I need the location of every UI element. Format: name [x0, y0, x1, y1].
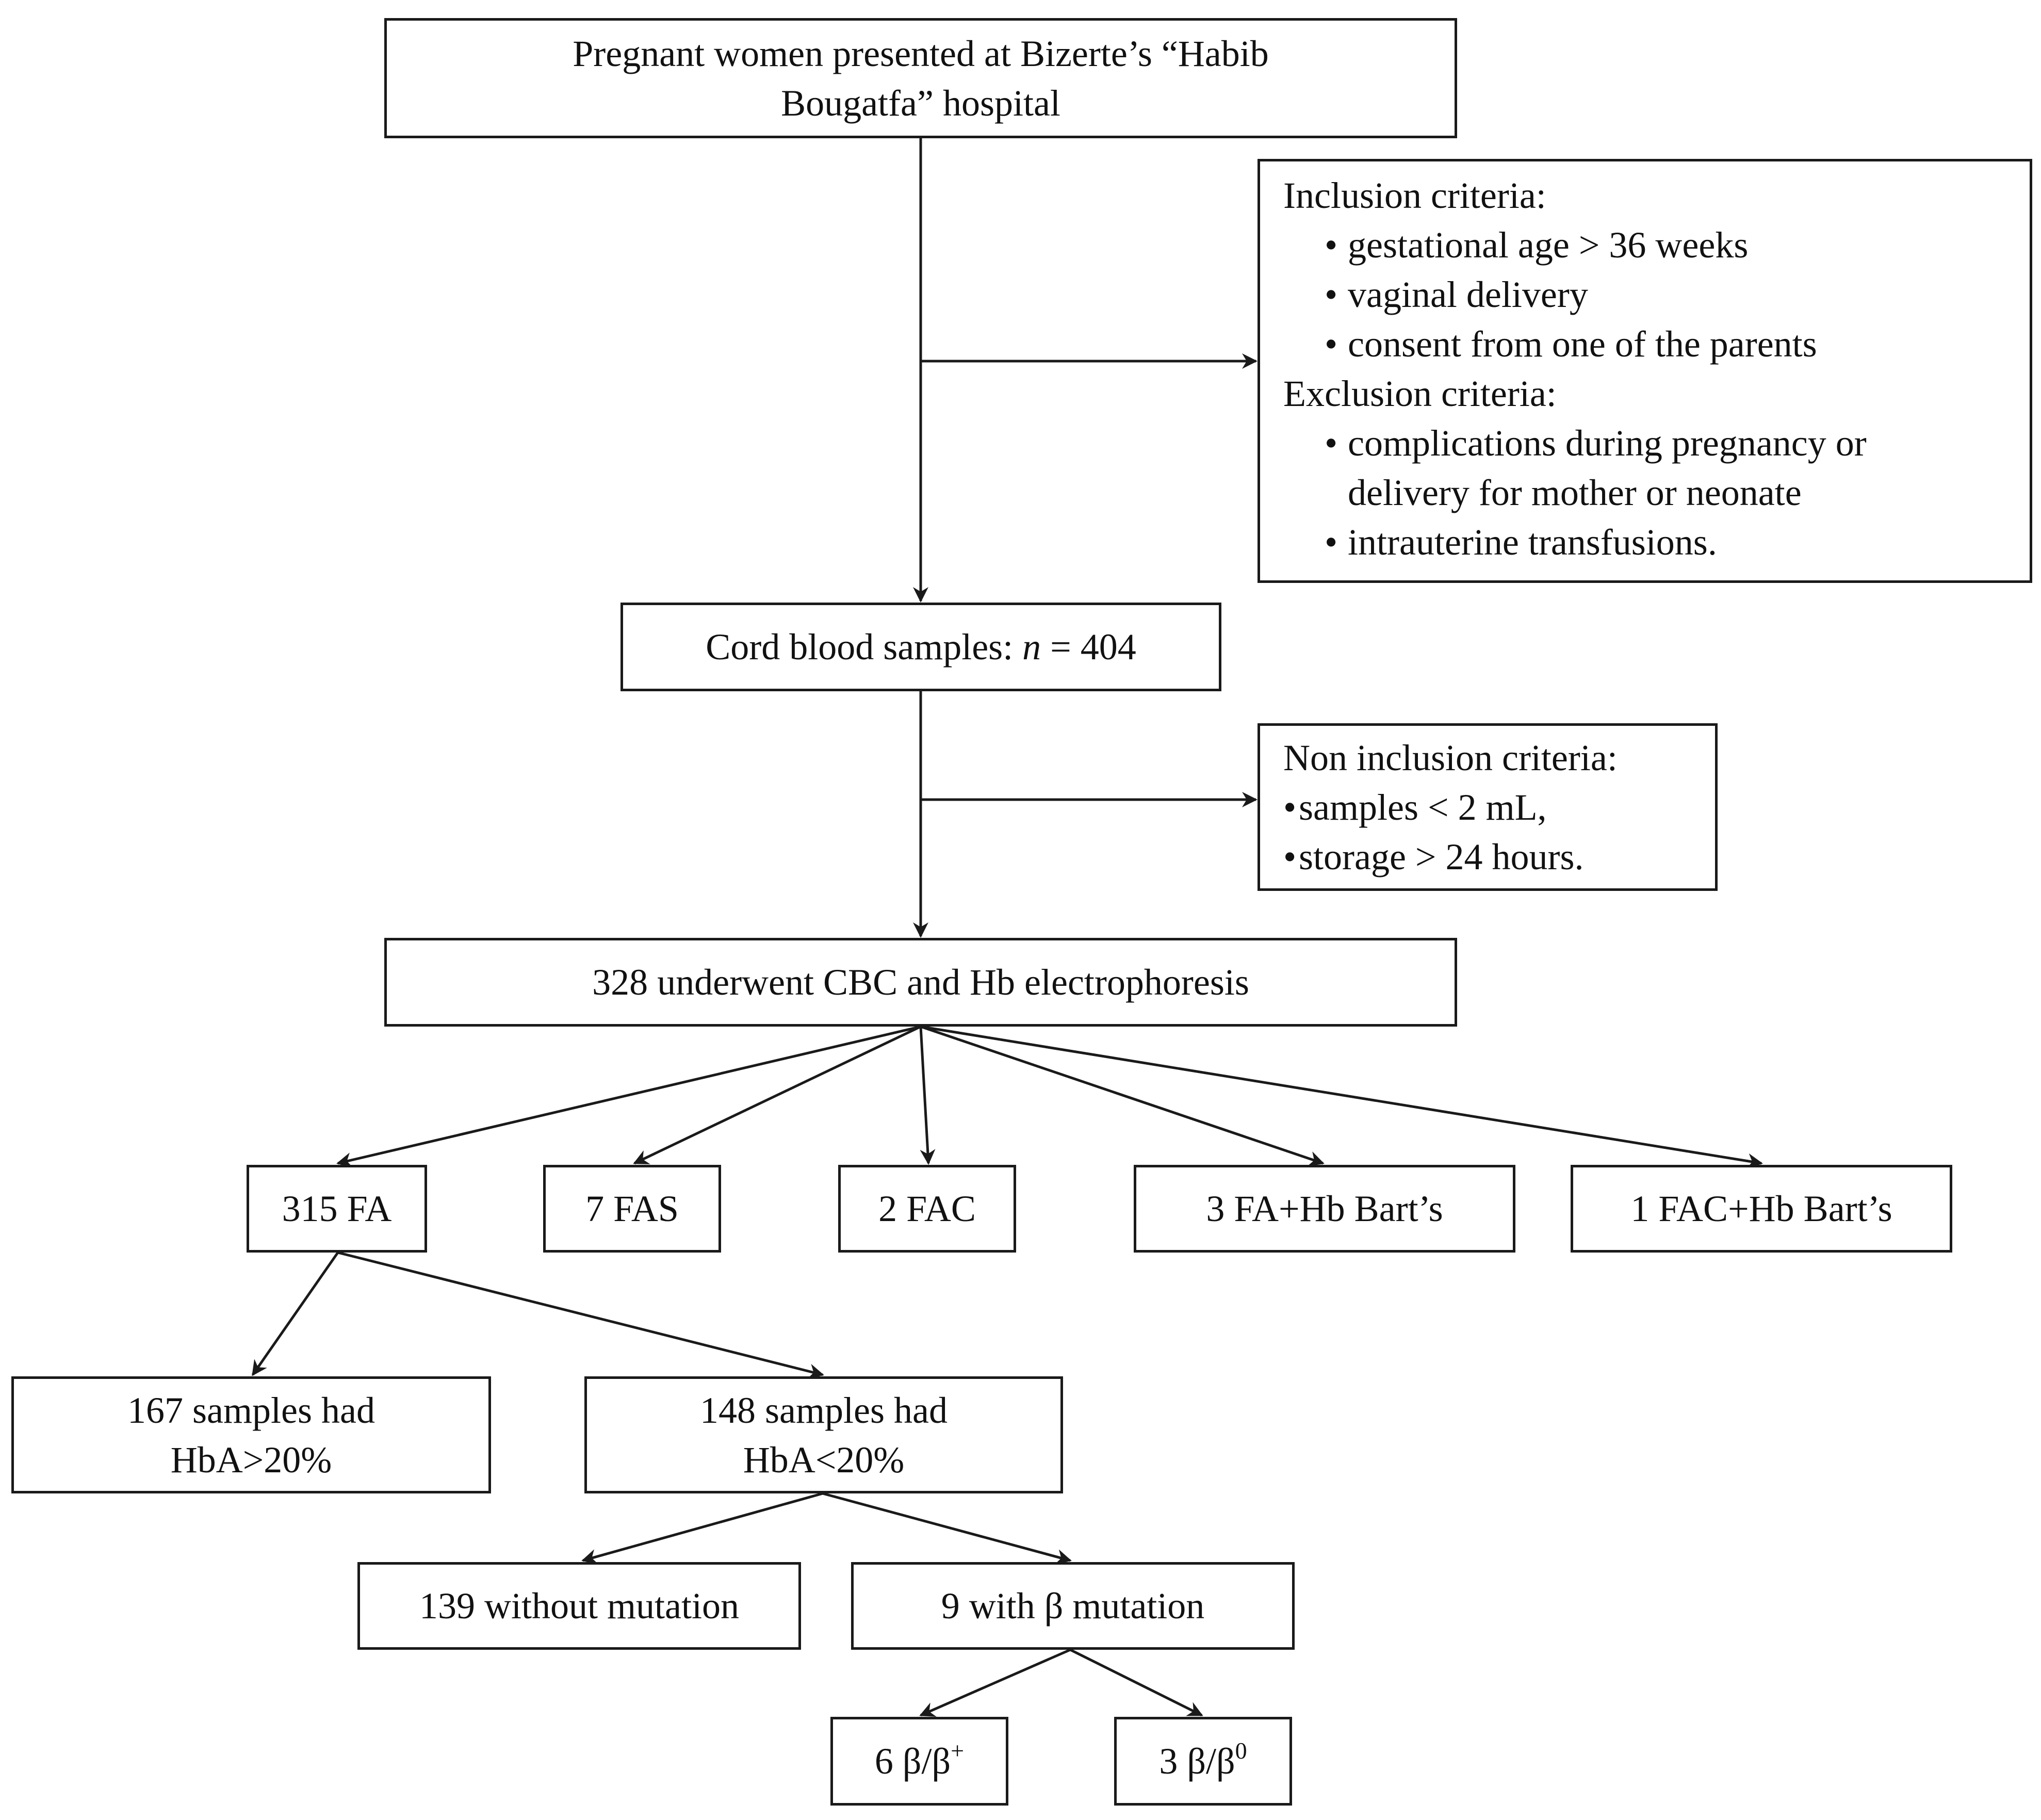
criteria-box: Inclusion criteria: •gestational age > 3…: [1258, 159, 2032, 583]
exclusion-item: •complications during pregnancy or: [1325, 423, 1867, 464]
exclusion-item-continuation: delivery for mother or neonate: [1348, 472, 1802, 513]
arrow-cbc-to-fac-bart: [920, 1025, 1763, 1169]
non-inclusion-box: Non inclusion criteria: •samples < 2 mL,…: [1258, 723, 1718, 891]
arrow-low-to-without: [581, 1492, 823, 1565]
arrow-with-to-plus: [919, 1648, 1071, 1717]
arrow-cbc-to-fa-bart: [920, 1025, 1325, 1166]
non-inclusion-title: Non inclusion criteria:: [1283, 737, 1618, 778]
arrow-cbc-to-fac: [919, 1026, 936, 1165]
start-node: Pregnant women presented at Bizerte’s “H…: [384, 18, 1457, 138]
arrow-cbc-to-fas: [633, 1025, 922, 1165]
exclusion-title: Exclusion criteria:: [1283, 373, 1557, 414]
non-inclusion-item: •samples < 2 mL,: [1283, 787, 1547, 828]
group-fac: 2 FAC: [838, 1165, 1016, 1253]
with-mutation-node: 9 with β mutation: [851, 1562, 1295, 1650]
non-inclusion-item: •storage > 24 hours.: [1283, 836, 1584, 878]
arrow-fa-to-high: [251, 1252, 339, 1376]
group-fa: 315 FA: [247, 1165, 427, 1253]
arrow-with-to-zero: [1069, 1648, 1203, 1717]
without-mutation-node: 139 without mutation: [357, 1562, 801, 1650]
arrow-low-to-with: [822, 1492, 1072, 1565]
inclusion-item: •vaginal delivery: [1325, 274, 1588, 315]
group-fas: 7 FAS: [543, 1165, 721, 1253]
inclusion-item: •consent from one of the parents: [1325, 323, 1817, 365]
arrow-cbc-to-fa: [336, 1025, 921, 1168]
group-fa-hb-bart: 3 FA+Hb Bart’s: [1134, 1165, 1515, 1253]
hba-low-node: 148 samples had HbA<20%: [584, 1376, 1063, 1493]
inclusion-title: Inclusion criteria:: [1283, 175, 1546, 216]
genotype-beta-zero: 3 β/β0: [1114, 1717, 1292, 1806]
cbc-label: 328 underwent CBC and Hb electrophoresis: [592, 962, 1249, 1003]
start-line-1: Pregnant women presented at Bizerte’s “H…: [573, 32, 1269, 74]
group-fac-hb-bart: 1 FAC+Hb Bart’s: [1571, 1165, 1952, 1253]
cord-blood-node: Cord blood samples: n = 404: [621, 603, 1221, 691]
exclusion-item: •intrauterine transfusions.: [1325, 522, 1717, 563]
arrow-fa-to-low: [337, 1251, 824, 1379]
cbc-node: 328 underwent CBC and Hb electrophoresis: [384, 938, 1457, 1027]
inclusion-item: •gestational age > 36 weeks: [1325, 224, 1749, 266]
hba-high-node: 167 samples had HbA>20%: [11, 1376, 491, 1493]
genotype-beta-plus: 6 β/β+: [830, 1717, 1008, 1806]
cord-blood-label: Cord blood samples: n = 404: [706, 626, 1136, 668]
start-line-2: Bougatfa” hospital: [781, 82, 1060, 124]
